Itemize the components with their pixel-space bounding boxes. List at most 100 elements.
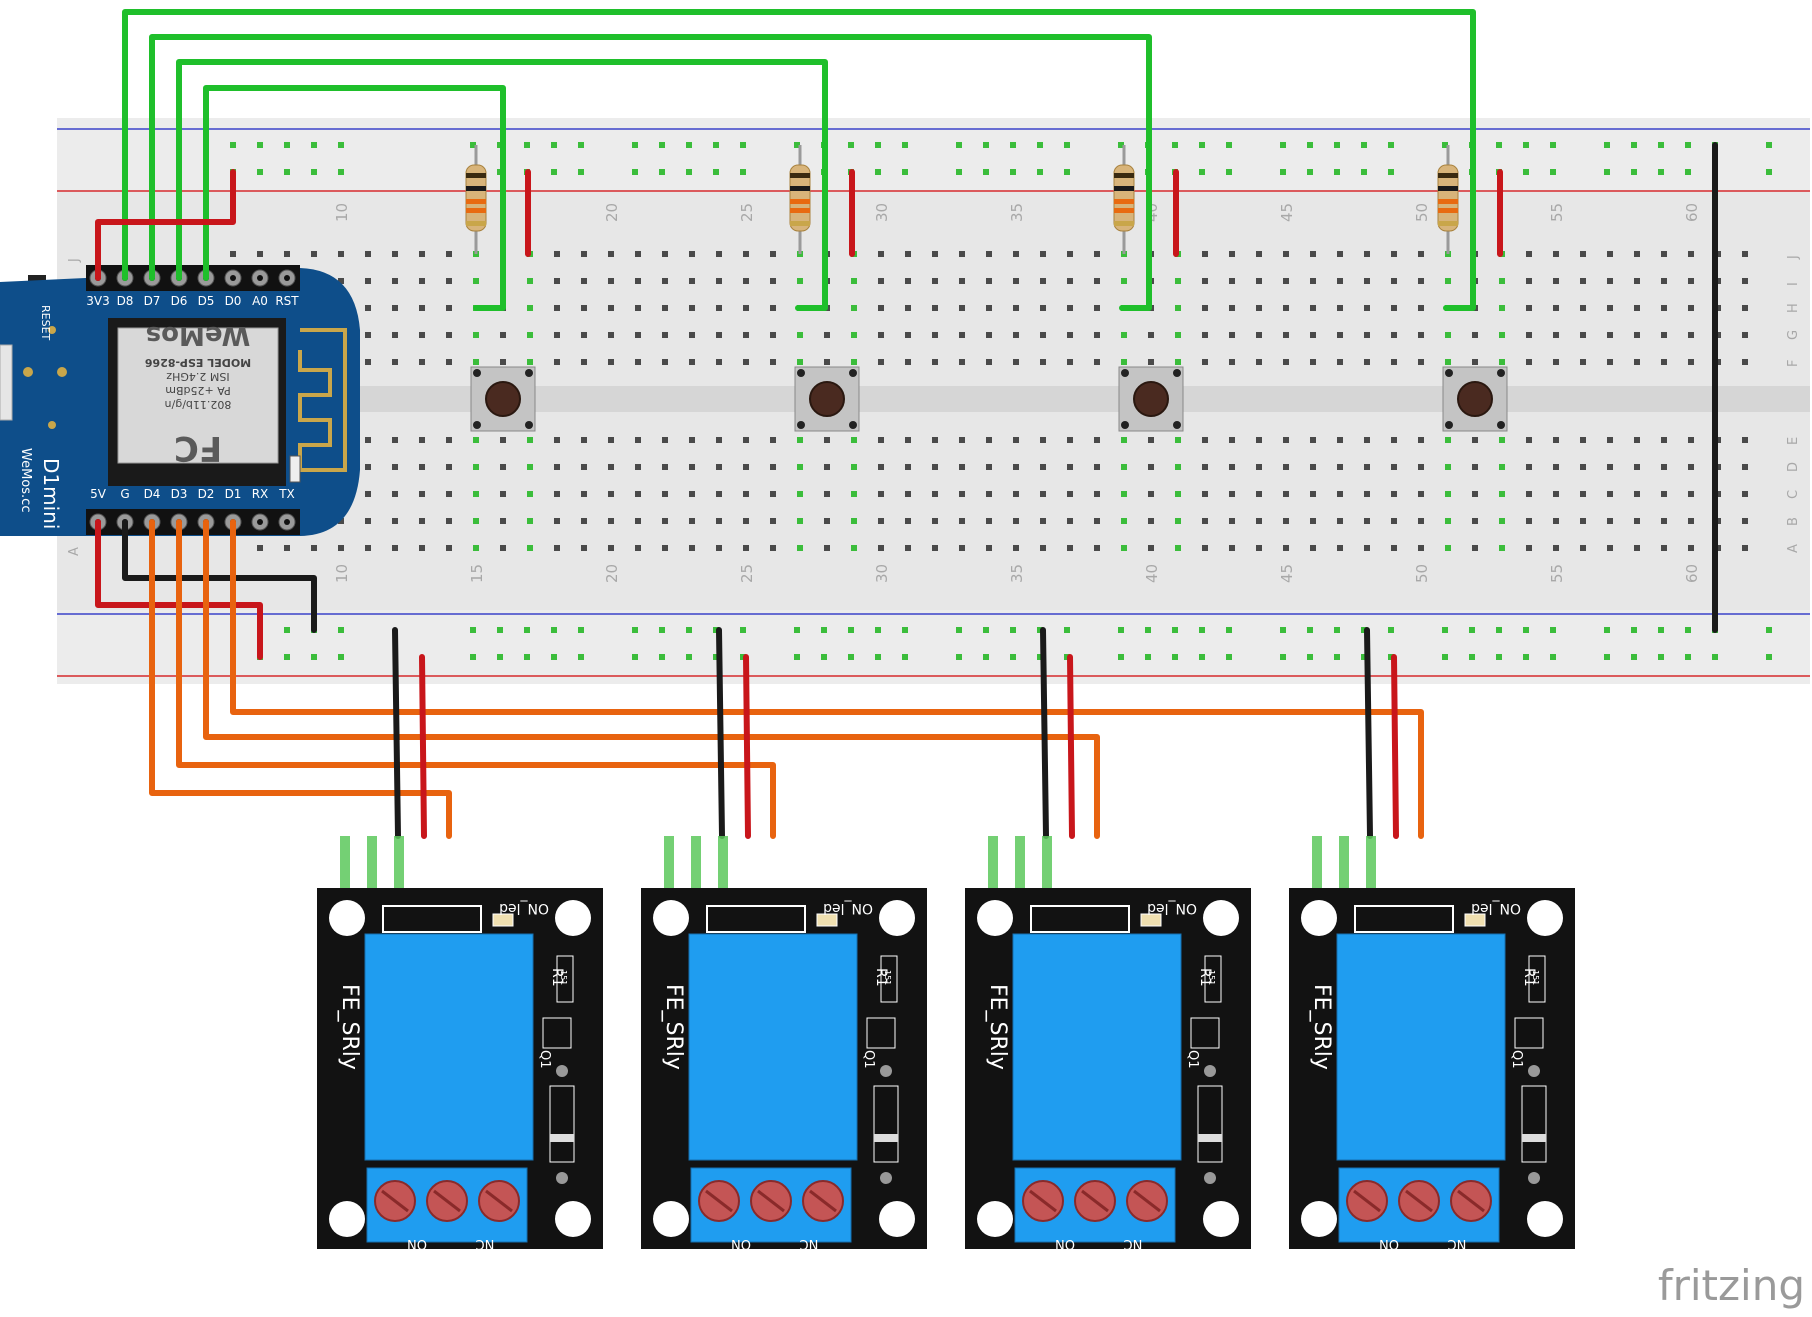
hole <box>1202 437 1208 443</box>
hole <box>1391 437 1397 443</box>
hole <box>419 332 425 338</box>
rail-hole <box>311 142 317 148</box>
relay-mount-hole <box>653 900 689 936</box>
hole <box>1499 305 1505 311</box>
wire-d7-button3 <box>149 34 1152 311</box>
hole <box>743 332 749 338</box>
relay-mount-hole <box>329 900 365 936</box>
fritzing-watermark: fritzing <box>1658 1261 1805 1310</box>
hole <box>1553 251 1559 257</box>
rail-hole <box>1631 142 1637 148</box>
rail-hole <box>794 142 800 148</box>
hole <box>1418 332 1424 338</box>
hole <box>365 545 371 551</box>
hole <box>1256 278 1262 284</box>
hole <box>554 518 560 524</box>
r1-value: 151 <box>883 970 892 985</box>
hole <box>1445 518 1451 524</box>
hole <box>878 518 884 524</box>
hole <box>446 278 452 284</box>
hole <box>1553 545 1559 551</box>
resistor-body <box>1113 164 1135 232</box>
hole <box>770 491 776 497</box>
relay-pin <box>1042 836 1052 922</box>
wire-d5-button1 <box>203 85 506 311</box>
hole <box>1310 518 1316 524</box>
resistor-band <box>466 208 486 213</box>
hole <box>716 545 722 551</box>
hole <box>1607 491 1613 497</box>
rail-hole <box>470 627 476 633</box>
q1-transistor <box>866 1017 896 1049</box>
rail-hole <box>1631 654 1637 660</box>
hole <box>1418 518 1424 524</box>
hole <box>1391 305 1397 311</box>
hole <box>1634 305 1640 311</box>
hole <box>932 518 938 524</box>
relay-mount-hole <box>329 1201 365 1237</box>
rail-hole <box>1388 627 1394 633</box>
wire-d3-relay2 <box>176 519 776 839</box>
hole <box>1040 359 1046 365</box>
hole <box>1364 359 1370 365</box>
wire-3v3-rail <box>95 169 236 281</box>
column-number: 30 <box>873 564 891 583</box>
rail-hole <box>902 142 908 148</box>
pushbutton-leg <box>1121 369 1129 377</box>
resistor-band <box>1438 186 1458 191</box>
hole <box>1229 359 1235 365</box>
hole <box>1364 545 1370 551</box>
hole <box>1067 332 1073 338</box>
wire-relay4-gnd <box>1364 627 1373 839</box>
hole <box>1283 437 1289 443</box>
hole <box>851 518 857 524</box>
hole <box>581 251 587 257</box>
hole <box>392 251 398 257</box>
hole <box>1445 332 1451 338</box>
pin-label: D5 <box>198 294 215 308</box>
hole <box>662 251 668 257</box>
hole <box>1256 305 1262 311</box>
hole <box>1013 305 1019 311</box>
hole <box>1013 278 1019 284</box>
hole <box>365 332 371 338</box>
on-led <box>1140 913 1162 927</box>
rail-hole <box>1280 654 1286 660</box>
wire-d1-relay4 <box>230 519 1424 839</box>
rail-hole <box>1226 627 1232 633</box>
esp-module-shield <box>117 327 279 464</box>
diode-lead <box>1528 1172 1540 1184</box>
hole <box>311 251 317 257</box>
hole <box>1229 518 1235 524</box>
rail-hole <box>1523 169 1529 175</box>
rail-hole <box>686 169 692 175</box>
hole <box>1499 518 1505 524</box>
rail-hole <box>632 627 638 633</box>
hole <box>1256 491 1262 497</box>
hole <box>1013 545 1019 551</box>
diode-lead <box>1528 1065 1540 1077</box>
rail-hole <box>1550 654 1556 660</box>
rail-hole <box>1631 627 1637 633</box>
column-number: 25 <box>738 203 756 222</box>
hole <box>1175 305 1181 311</box>
hole <box>338 251 344 257</box>
terminal-left-label: ON <box>1379 1236 1399 1251</box>
hole <box>473 437 479 443</box>
hole <box>1310 437 1316 443</box>
hole <box>1283 545 1289 551</box>
hole <box>905 251 911 257</box>
relay-header-outline <box>1354 905 1454 933</box>
hole <box>1337 278 1343 284</box>
rail-hole <box>713 142 719 148</box>
hole <box>662 305 668 311</box>
rail-hole <box>659 169 665 175</box>
hole <box>959 437 965 443</box>
hole <box>851 437 857 443</box>
hole <box>257 545 263 551</box>
relay-pin <box>1339 836 1349 922</box>
rail-hole <box>1442 654 1448 660</box>
hole <box>932 491 938 497</box>
hole <box>338 518 344 524</box>
